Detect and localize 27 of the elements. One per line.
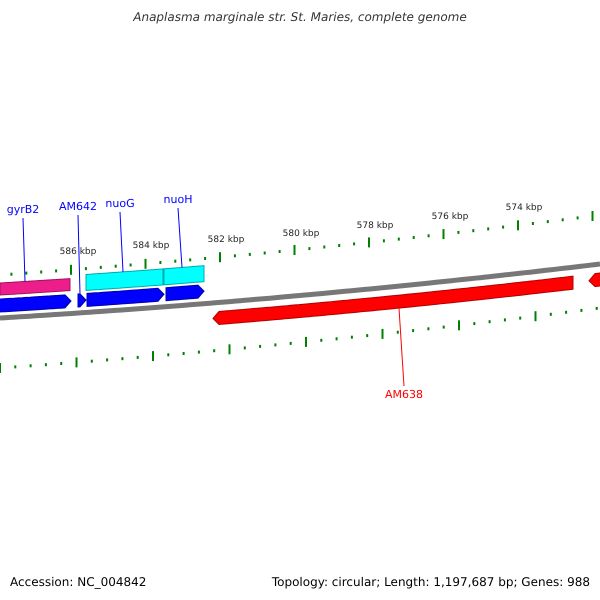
gene-feature: [166, 284, 205, 302]
scale-label: 582 kbp: [208, 235, 244, 246]
scale-label: 584 kbp: [132, 241, 170, 252]
gene-bar: [164, 265, 204, 286]
gene-bar: [0, 278, 70, 296]
gene-label: gyrB2: [6, 203, 40, 216]
leader-line: [120, 212, 124, 272]
gene-feature: [212, 276, 574, 326]
gene-label: nuoG: [105, 197, 135, 210]
title: Anaplasma marginale str. St. Maries, complete genome: [133, 10, 467, 24]
scale-label: 580 kbp: [282, 229, 320, 240]
gene-label: AM642: [59, 200, 97, 214]
leader-line: [78, 214, 80, 294]
gene-feature: [0, 294, 72, 314]
gene-bar: [86, 268, 164, 292]
gene-label: nuoH: [164, 193, 192, 206]
gene-feature: [588, 271, 600, 288]
leader-line: [178, 208, 182, 268]
accession-text: Accession: NC_004842: [10, 575, 146, 590]
scale-label: 574 kbp: [506, 203, 542, 214]
scale-label: 586 kbp: [60, 247, 96, 258]
leader-line: [22, 218, 26, 282]
genome-summary-text: Topology: circular; Length: 1,197,687 bp; Genes: 988: [272, 575, 590, 590]
leader-line: [398, 308, 404, 386]
scale-label: 578 kbp: [356, 221, 394, 232]
scale-label: 576 kbp: [432, 212, 468, 223]
gene-label: AM638: [385, 388, 423, 402]
